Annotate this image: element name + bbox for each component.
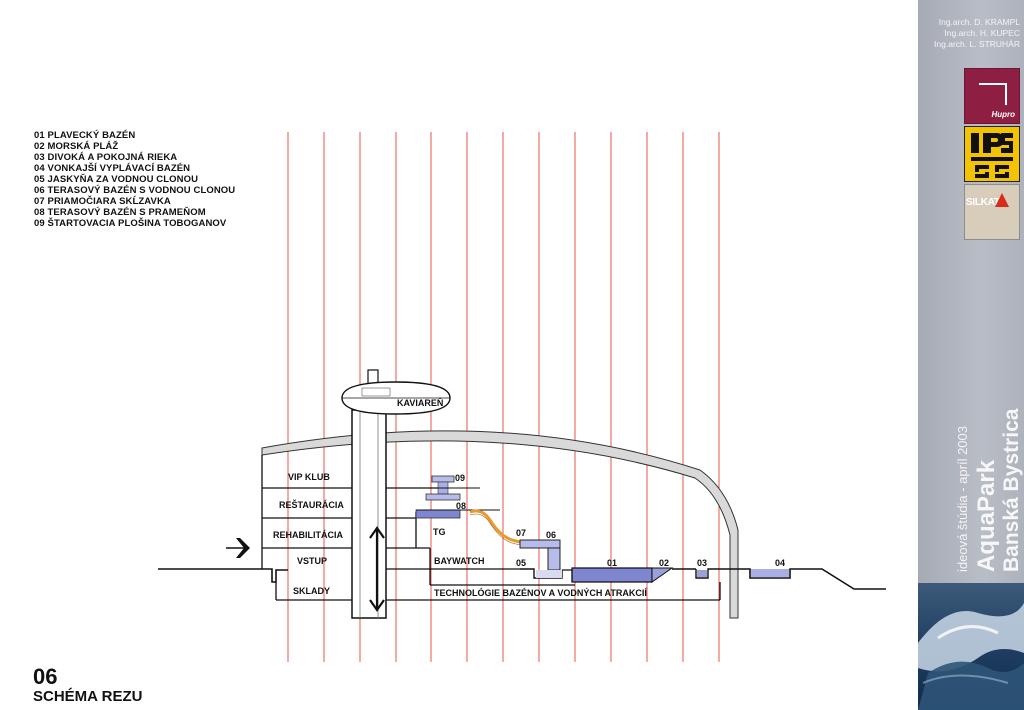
silkat-logo-text: SILKAT — [966, 197, 1000, 208]
river-03 — [695, 568, 722, 579]
floor-label-vip: VIP KLUB — [288, 472, 330, 482]
author-name: Ing.arch. D. KRAMPL — [938, 17, 1020, 27]
tg-label: TG — [433, 527, 446, 537]
terrace-pool-08 — [415, 509, 461, 519]
swimming-pool-01 — [571, 567, 653, 583]
legend-item: 05 JASKYŇA ZA VODNOU CLONOU — [34, 174, 199, 185]
terrace-pool-06 — [519, 539, 561, 549]
cafe-capsule — [341, 381, 451, 415]
toboggan-platform — [404, 475, 480, 501]
wave-image — [918, 583, 1024, 710]
page-number: 06 — [33, 664, 58, 689]
floor-label-entry: VSTUP — [297, 556, 327, 566]
straight-slide — [469, 509, 521, 544]
roof-arc — [261, 430, 739, 619]
elevator-arrow-icon — [369, 526, 385, 612]
ground-line — [158, 568, 288, 583]
project-title: ideová štúdia - apríl 2003 AquaPark Bans… — [955, 408, 1023, 572]
ips-logo — [964, 126, 1020, 182]
marker-04: 04 — [775, 558, 785, 568]
marker-03: 03 — [697, 558, 707, 568]
project-line2: Banská Bystrica — [1000, 408, 1023, 572]
baywatch-label: BAYWATCH — [434, 556, 485, 566]
ground-line-right — [722, 568, 886, 590]
legend-item: 07 PRIAMOČIARA SKĹZAVKA — [34, 196, 171, 207]
legend: 01 PLAVECKÝ BAZÉN 02 MORSKÁ PLÁŽ 03 DIVO… — [34, 130, 235, 229]
marker-02: 02 — [659, 558, 669, 568]
tower-shaft — [351, 409, 387, 619]
floor-label-restaurant: REŠTAURÁCIA — [279, 499, 344, 510]
entry-arrow-icon — [226, 538, 250, 558]
legend-item: 06 TERASOVÝ BAZÉN S VODNOU CLONOU — [34, 185, 236, 196]
sea-beach-02 — [651, 567, 674, 583]
legend-item: 08 TERASOVÝ BAZÉN S PRAMEŇOM — [34, 207, 206, 218]
author-name: Ing.arch. H. KUPEC — [944, 28, 1020, 38]
marker-07: 07 — [516, 528, 526, 538]
legend-item: 03 DIVOKÁ A POKOJNÁ RIEKA — [34, 152, 178, 163]
outdoor-pool-04 — [751, 569, 789, 577]
legend-item: 02 MORSKÁ PLÁŽ — [34, 141, 119, 152]
section-drawing: KAVIAREŇ VIP KLUB REŠTAURÁCIA REHABILITÁ… — [158, 132, 886, 662]
project-line1: AquaPark — [973, 459, 1000, 572]
legend-item: 09 ŠTARTOVACIA PLOŠINA TOBOGANOV — [34, 218, 227, 229]
silkat-logo: SILKAT — [964, 184, 1020, 240]
authors: Ing.arch. D. KRAMPL Ing.arch. H. KUPEC I… — [934, 17, 1020, 50]
floor-label-rehab: REHABILITÁCIA — [273, 530, 343, 540]
hupro-logo: Hupro — [964, 68, 1020, 124]
marker-09: 09 — [455, 473, 465, 483]
page-title: SCHÉMA REZU — [33, 688, 143, 705]
floor-label-storage: SKLADY — [293, 586, 330, 596]
legend-item: 04 VONKAJŠÍ VYPLÁVACÍ BAZÉN — [34, 163, 191, 174]
legend-item: 01 PLAVECKÝ BAZÉN — [34, 130, 136, 141]
study-text: ideová štúdia - apríl 2003 — [955, 426, 970, 572]
cafe-label: KAVIAREŇ — [397, 397, 443, 408]
hupro-logo-text: Hupro — [991, 110, 1015, 119]
marker-01: 01 — [607, 558, 617, 568]
author-name: Ing.arch. L. STRUHÁR — [934, 39, 1020, 49]
marker-06: 06 — [546, 530, 556, 540]
marker-08: 08 — [456, 501, 466, 511]
marker-05: 05 — [516, 558, 526, 568]
technology-label: TECHNOLÓGIE BAZÉNOV A VODNÝCH ATRAKCIÍ — [434, 587, 647, 598]
